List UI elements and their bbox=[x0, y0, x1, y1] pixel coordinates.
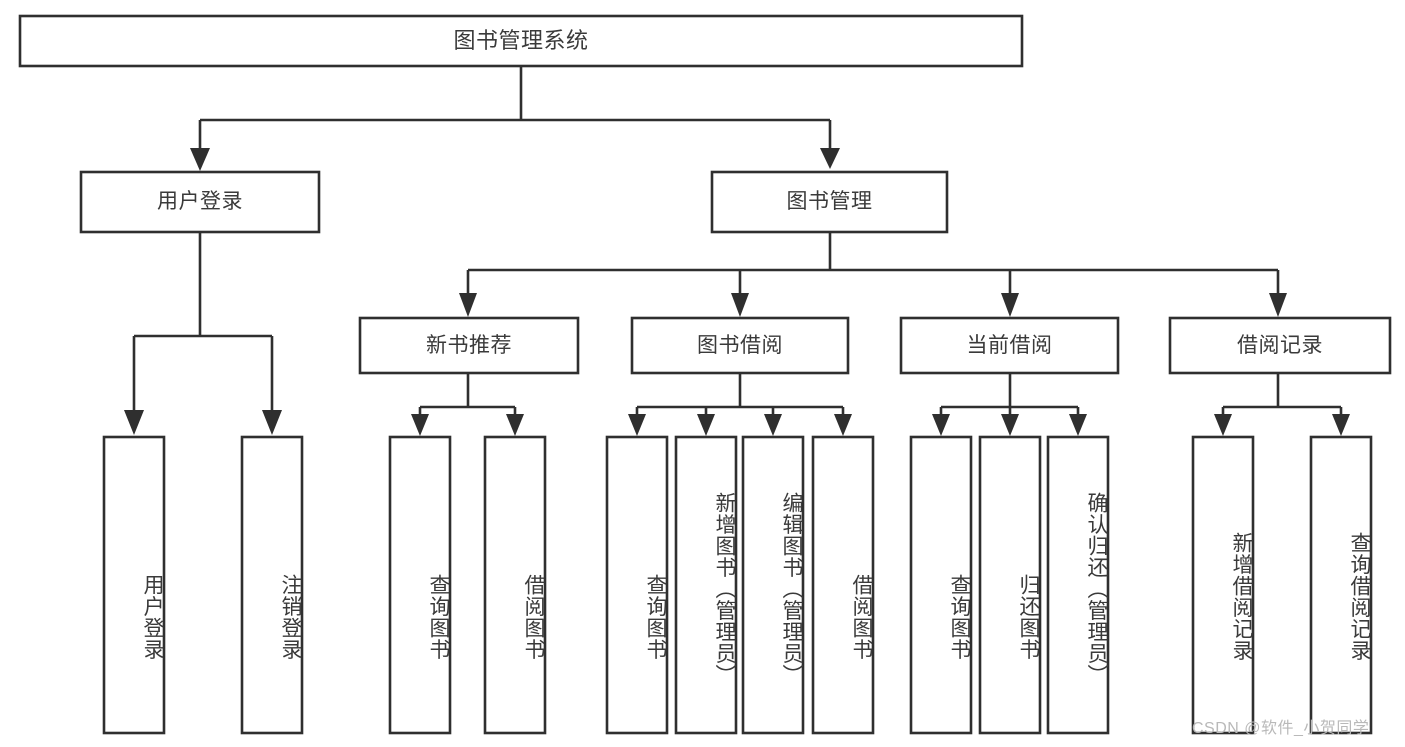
connector-book-borrow-split bbox=[628, 373, 852, 436]
node-root-box[interactable] bbox=[18, 14, 1024, 68]
leaf-borrow-book-2-box[interactable] bbox=[811, 435, 875, 735]
leaf-user-login-box[interactable] bbox=[102, 435, 166, 735]
node-borrow-record-box[interactable] bbox=[1168, 316, 1392, 375]
connector-borrow-record-split bbox=[1214, 373, 1350, 436]
leaf-query-book-2-box[interactable] bbox=[605, 435, 669, 735]
connector-root-split bbox=[190, 66, 840, 171]
leaf-logout-login-box[interactable] bbox=[240, 435, 304, 735]
leaf-add-record-box[interactable] bbox=[1191, 435, 1255, 735]
leaf-edit-book-box[interactable] bbox=[741, 435, 805, 735]
leaf-query-book-1-box[interactable] bbox=[388, 435, 452, 735]
leaf-return-book-box[interactable] bbox=[978, 435, 1042, 735]
node-book-borrow-box[interactable] bbox=[630, 316, 850, 375]
leaf-add-book-box[interactable] bbox=[674, 435, 738, 735]
node-current-borrow-box[interactable] bbox=[899, 316, 1120, 375]
connector-book-manage-split bbox=[459, 232, 1287, 317]
connector-user-login-split bbox=[124, 232, 282, 435]
leaf-borrow-book-1-box[interactable] bbox=[483, 435, 547, 735]
csdn-watermark: CSDN @软件_小贺同学 bbox=[1192, 720, 1370, 737]
node-book-manage-box[interactable] bbox=[710, 170, 949, 234]
leaf-query-record-box[interactable] bbox=[1309, 435, 1373, 735]
connector-current-borrow-split bbox=[932, 373, 1087, 436]
node-new-book-recommend-box[interactable] bbox=[358, 316, 580, 375]
node-user-login-box[interactable] bbox=[79, 170, 321, 234]
leaf-confirm-return-box[interactable] bbox=[1046, 435, 1110, 735]
connector-new-book-split bbox=[411, 373, 524, 436]
leaf-query-book-3-box[interactable] bbox=[909, 435, 973, 735]
